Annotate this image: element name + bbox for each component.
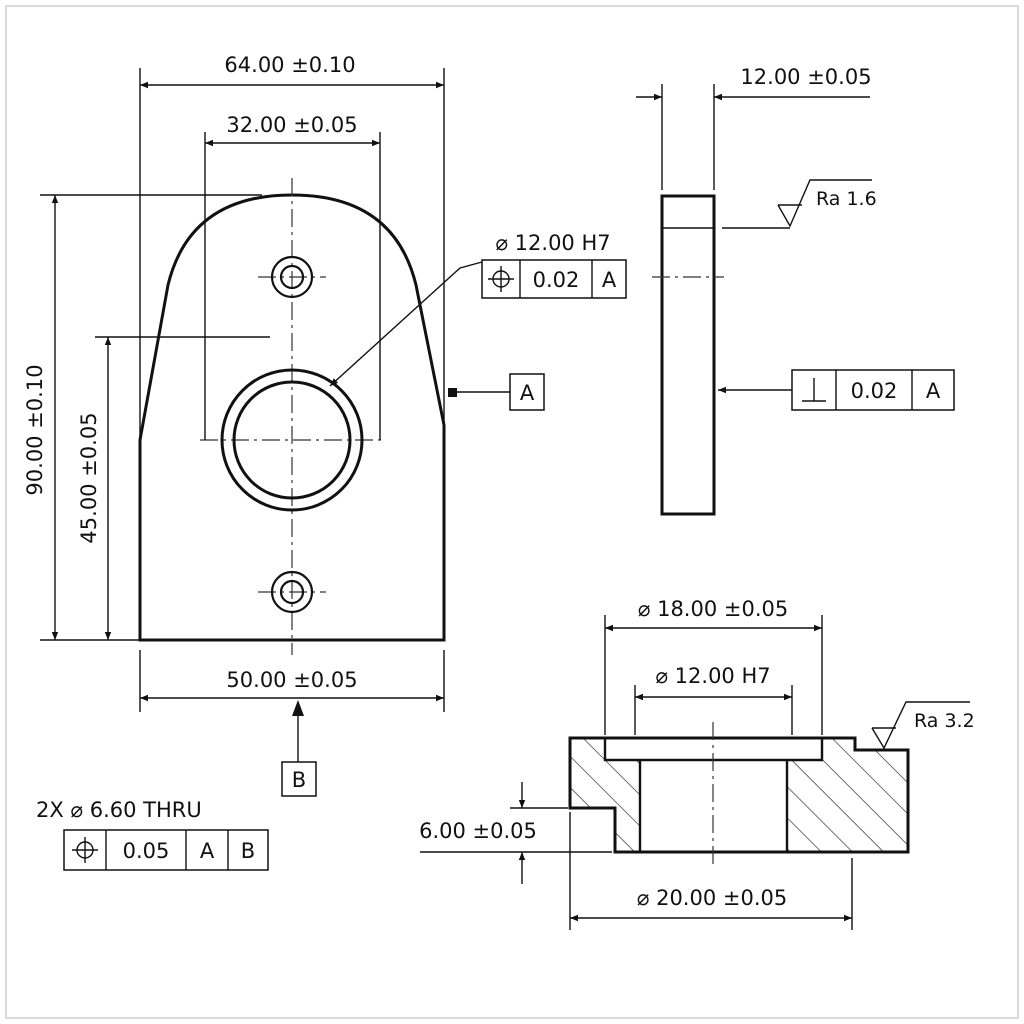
dim-hole-spacing: 32.00 ±0.05: [226, 113, 357, 137]
drawing-border: [5, 5, 1019, 1019]
dim-base-width: 50.00 ±0.05: [226, 668, 357, 692]
bore-leader: [329, 261, 483, 387]
section-outline: [568, 736, 910, 854]
top-hole-inner: [279, 264, 305, 290]
dim-bore-dia: ⌀ 12.00 H7: [655, 664, 770, 688]
perpendicularity-icon: [802, 378, 826, 402]
bottom-hole-outer: [270, 570, 314, 614]
perp-fcf-datum: A: [926, 379, 941, 403]
hole-callout: 2X ⌀ 6.60 THRU: [36, 798, 202, 822]
dim-thickness: 12.00 ±0.05: [740, 65, 871, 89]
datum-a-triangle: [448, 388, 457, 397]
section-hatch-left: [570, 738, 640, 852]
top-hole-outer: [270, 255, 314, 299]
side-view: 12.00 ±0.05 Ra 1.6 0.02 A: [636, 65, 955, 516]
datum-b-arrow: [292, 700, 304, 716]
datum-b-label: B: [292, 768, 306, 792]
section-surface-finish-label: Ra 3.2: [914, 710, 975, 732]
dim-depth: 6.00 ±0.05: [419, 819, 537, 843]
section-hatch-right: [787, 738, 908, 852]
bore-callout: ⌀ 12.00 H7: [495, 231, 610, 255]
bore-fcf-tolerance: 0.02: [533, 268, 580, 292]
perp-fcf-tolerance: 0.02: [851, 379, 898, 403]
dim-overall-width: 64.00 ±0.10: [224, 53, 355, 77]
datum-a-label: A: [520, 381, 535, 405]
hole-fcf-datum1: A: [200, 839, 215, 863]
perpendicularity-fcf: 0.02 A: [791, 369, 955, 411]
position-icon: [72, 837, 98, 863]
surface-finish-symbol: [722, 179, 872, 229]
bore-fcf-datum: A: [602, 268, 617, 292]
surface-finish-label: Ra 1.6: [816, 188, 877, 210]
dim-overall-height: 90.00 ±0.10: [23, 364, 47, 495]
bottom-hole-inner: [279, 579, 305, 605]
hole-position-fcf: 0.05 A B: [63, 829, 269, 871]
bore-outer: [220, 368, 364, 512]
surface-finish-symbol: [871, 701, 970, 750]
hole-fcf-datum2: B: [241, 839, 255, 863]
dim-counterbore-dia: ⌀ 18.00 ±0.05: [638, 597, 788, 621]
side-view-outline: [660, 194, 716, 516]
datum-a-box: [509, 373, 545, 411]
section-view: ⌀ 18.00 ±0.05 ⌀ 12.00 H7 6.00 ±0.05 ⌀ 20…: [419, 597, 975, 930]
hole-fcf-tolerance: 0.05: [123, 839, 170, 863]
datum-b-box: [281, 761, 317, 797]
front-view: 64.00 ±0.10 32.00 ±0.05 90.00 ±0.10 45.0…: [23, 53, 627, 871]
dim-center-height: 45.00 ±0.05: [77, 412, 101, 543]
position-icon: [488, 266, 514, 292]
bore-position-fcf: 0.02 A: [481, 259, 627, 299]
bore-inner: [232, 380, 352, 500]
dim-outer-dia: ⌀ 20.00 ±0.05: [637, 886, 787, 910]
